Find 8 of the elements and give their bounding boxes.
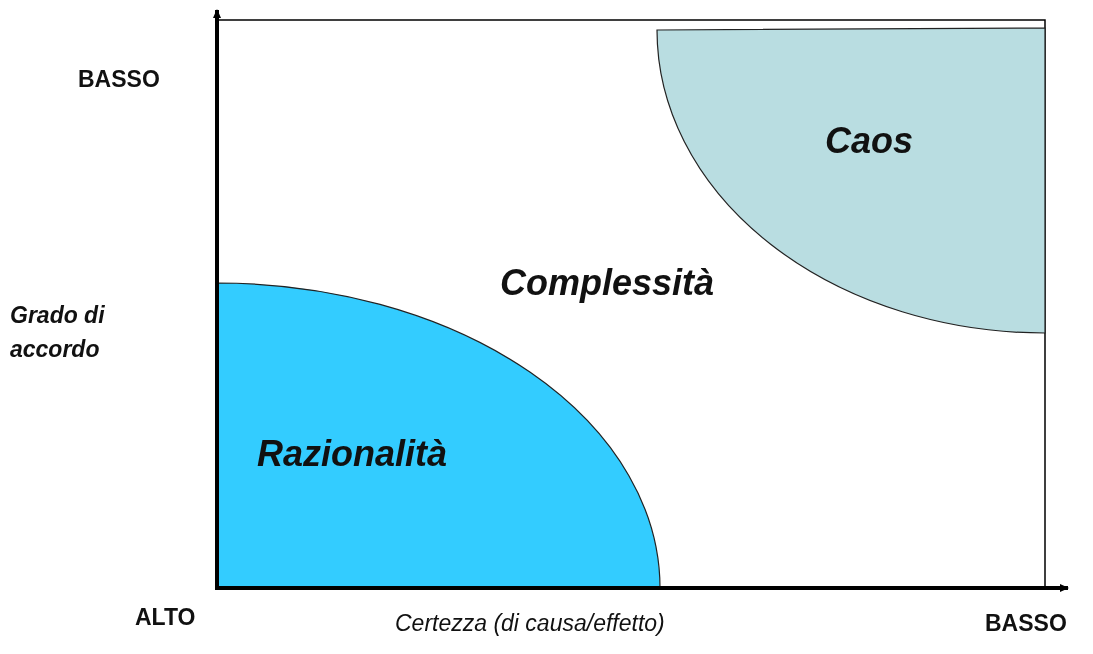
axis-end-label: ALTO — [135, 604, 196, 631]
axis-end-label: BASSO — [78, 66, 160, 93]
axis-end-label: BASSO — [985, 610, 1067, 637]
region-label: Razionalità — [257, 433, 448, 475]
axis-title: Grado di accordo — [10, 301, 106, 364]
region-label: Complessità — [500, 262, 715, 304]
region-label: Caos — [825, 120, 914, 162]
axis-title: Certezza (di causa/effetto) — [395, 610, 665, 637]
